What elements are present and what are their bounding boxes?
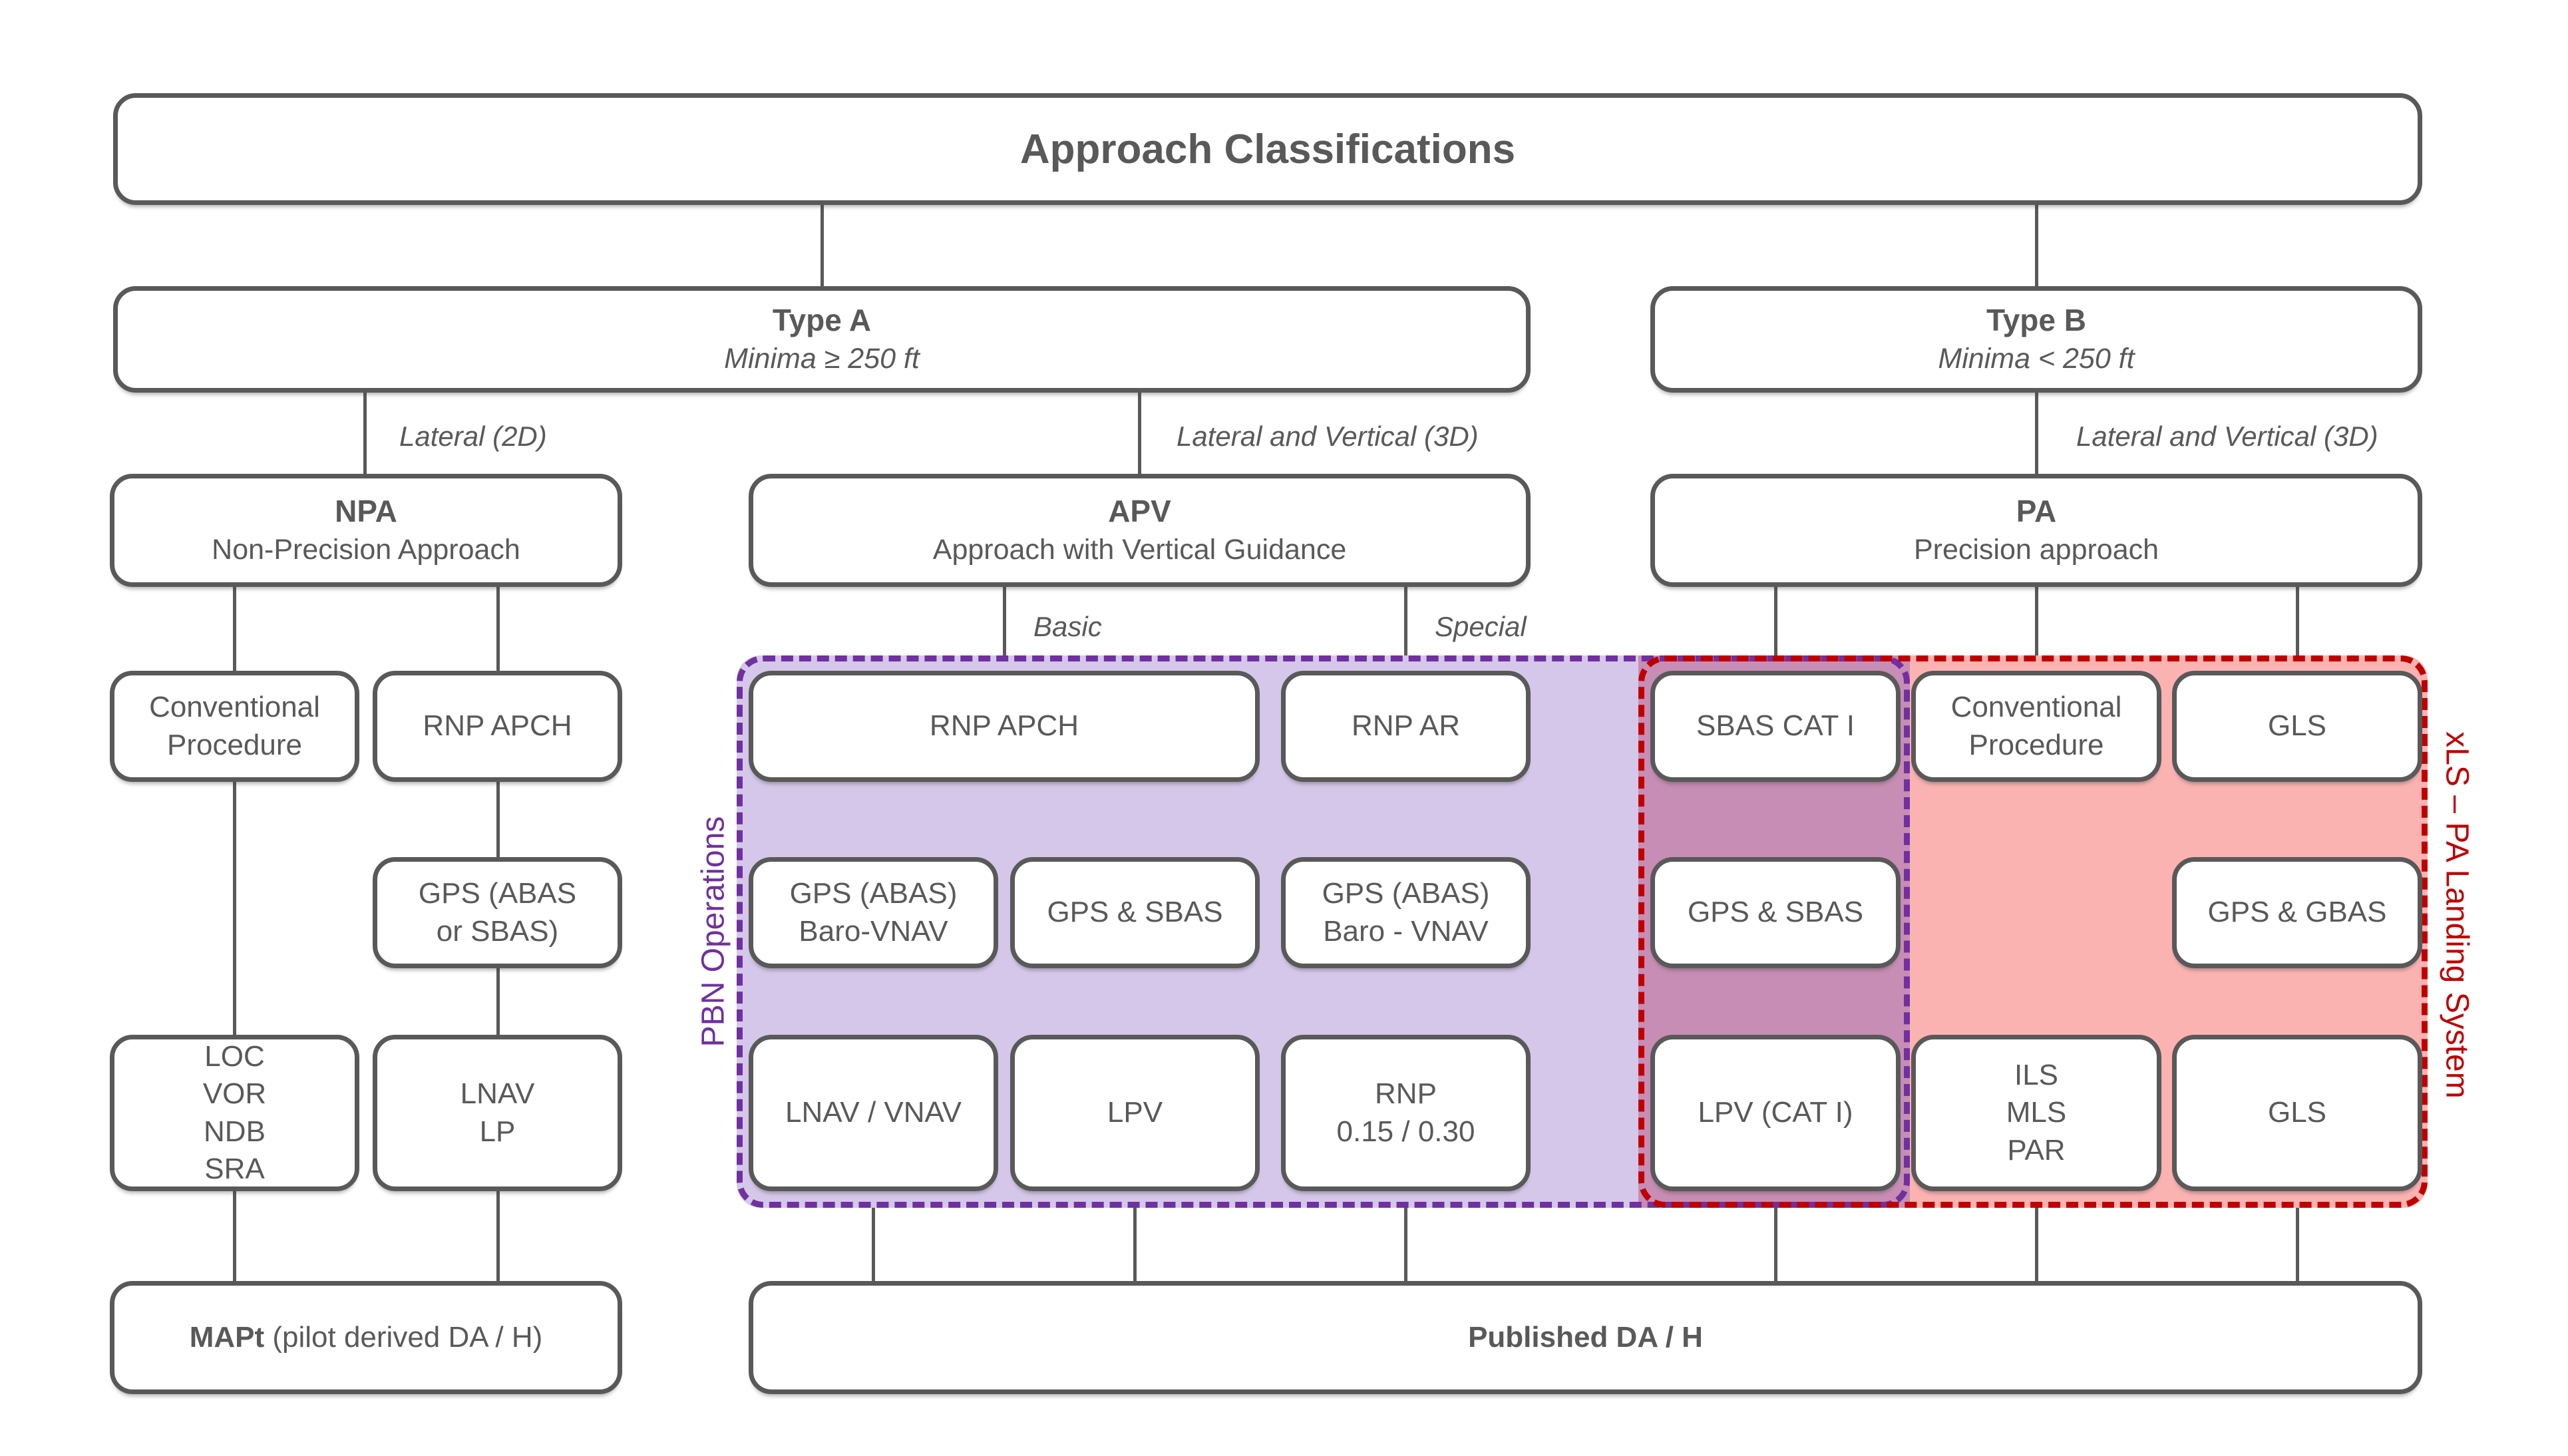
- node-type-a: Type A Minima ≥ 250 ft: [113, 286, 1531, 393]
- node-label: GPS (ABAS) Baro-VNAV: [789, 877, 958, 948]
- node-gps-abas-or-sbas: GPS (ABAS or SBAS): [373, 857, 622, 968]
- node-label: Conventional Procedure: [149, 691, 320, 761]
- edge-label-special: Special: [1435, 611, 1527, 642]
- node-lnav-vnav: LNAV / VNAV: [749, 1035, 998, 1191]
- node-gls-bottom: GLS: [2172, 1035, 2422, 1191]
- node-label: RNP APCH: [423, 709, 572, 743]
- connector: [496, 968, 500, 1035]
- node-label: GPS & GBAS: [2207, 896, 2387, 929]
- node-label: RNP APCH: [929, 709, 1079, 743]
- connector: [2296, 587, 2299, 671]
- node-label: ILS MLS PAR: [2006, 1059, 2067, 1167]
- edge-label-lateral-2d: Lateral (2D): [399, 421, 547, 452]
- node-rnp-ar: RNP AR: [1281, 671, 1531, 782]
- node-conventional-procedure-pa: Conventional Procedure: [1911, 671, 2161, 782]
- node-label: RNP AR: [1351, 709, 1461, 743]
- node-label: GPS (ABAS) Baro - VNAV: [1322, 877, 1490, 948]
- connector: [2035, 1191, 2038, 1281]
- pa-title: PA: [2016, 494, 2057, 529]
- node-lpv: LPV: [1010, 1035, 1260, 1191]
- node-label: GPS & SBAS: [1047, 896, 1223, 929]
- node-label: LPV: [1107, 1096, 1163, 1129]
- pbn-region-border: [737, 655, 1910, 1208]
- node-label: GLS: [2267, 709, 2327, 743]
- connector: [2035, 205, 2038, 286]
- connector: [2035, 393, 2038, 474]
- connector: [1774, 1191, 1777, 1281]
- apv-subtitle: Approach with Vertical Guidance: [932, 533, 1347, 566]
- node-rnp-apch-apv: RNP APCH: [749, 671, 1260, 782]
- npa-subtitle: Non-Precision Approach: [212, 533, 520, 566]
- xls-pa-landing-system-label: xLS – PA Landing System: [2439, 731, 2475, 1099]
- node-gps-abas-baro-vnav-special: GPS (ABAS) Baro - VNAV: [1281, 857, 1531, 968]
- connector: [496, 587, 500, 671]
- node-mapt: MAPt (pilot derived DA / H): [110, 1281, 622, 1394]
- node-lnav-lp: LNAV LP: [373, 1035, 622, 1191]
- node-rnp-apch-npa: RNP APCH: [373, 671, 622, 782]
- connector: [233, 782, 236, 1035]
- node-npa: NPA Non-Precision Approach: [110, 474, 622, 587]
- mapt-bold: MAPt: [189, 1320, 265, 1354]
- xls-region-border: [1638, 655, 2428, 1208]
- connector: [1133, 1191, 1137, 1281]
- node-title: Approach Classifications: [113, 93, 2422, 205]
- connector: [1774, 587, 1777, 671]
- node-type-b: Type B Minima < 250 ft: [1650, 286, 2422, 393]
- connector: [496, 782, 500, 857]
- node-published-da-h: Published DA / H: [749, 1281, 2422, 1394]
- node-label: MAPt (pilot derived DA / H): [190, 1319, 543, 1356]
- node-gps-and-sbas-apv: GPS & SBAS: [1010, 857, 1260, 968]
- connector: [1404, 587, 1407, 671]
- node-label: LOC VOR NDB SRA: [202, 1039, 267, 1185]
- connector: [233, 1191, 236, 1281]
- node-lpv-cat-i: LPV (CAT I): [1650, 1035, 1901, 1191]
- pbn-operations-label: PBN Operations: [695, 816, 731, 1047]
- page-title: Approach Classifications: [1019, 126, 1516, 172]
- node-ils-mls-par: ILS MLS PAR: [1911, 1035, 2161, 1191]
- node-rnp-015-030: RNP 0.15 / 0.30: [1281, 1035, 1531, 1191]
- connector: [233, 587, 236, 671]
- mapt-rest: (pilot derived DA / H): [264, 1320, 543, 1354]
- connector: [496, 1191, 500, 1281]
- node-gps-abas-baro-vnav-basic: GPS (ABAS) Baro-VNAV: [749, 857, 998, 968]
- edge-label-lateral-vertical-3d-b: Lateral and Vertical (3D): [2076, 421, 2378, 452]
- node-label: Published DA / H: [1468, 1320, 1703, 1354]
- edge-label-basic: Basic: [1033, 611, 1102, 642]
- node-conventional-procedure-npa: Conventional Procedure: [110, 671, 359, 782]
- node-label: LPV (CAT I): [1698, 1096, 1853, 1129]
- connector: [1404, 1191, 1407, 1281]
- connector: [872, 1191, 875, 1281]
- node-label: SBAS CAT I: [1696, 709, 1855, 743]
- node-sbas-cat-i: SBAS CAT I: [1650, 671, 1901, 782]
- connector: [821, 205, 824, 286]
- type-b-title: Type B: [1986, 303, 2086, 338]
- connector: [2035, 587, 2038, 671]
- node-label: Conventional Procedure: [1950, 691, 2122, 761]
- type-b-subtitle: Minima < 250 ft: [1938, 342, 2135, 375]
- node-gps-and-sbas-pa: GPS & SBAS: [1650, 857, 1901, 968]
- node-label: GLS: [2267, 1096, 2327, 1129]
- apv-title: APV: [1108, 494, 1171, 529]
- connector: [2296, 1191, 2299, 1281]
- node-label: LNAV / VNAV: [785, 1096, 962, 1129]
- edge-label-lateral-vertical-3d-a: Lateral and Vertical (3D): [1177, 421, 1479, 452]
- node-label: GPS & SBAS: [1687, 896, 1864, 929]
- connector: [1003, 587, 1006, 671]
- node-gps-and-gbas: GPS & GBAS: [2172, 857, 2422, 968]
- node-label: LNAV LP: [460, 1077, 535, 1148]
- node-pa: PA Precision approach: [1650, 474, 2422, 587]
- type-a-subtitle: Minima ≥ 250 ft: [724, 342, 920, 375]
- node-label: GPS (ABAS or SBAS): [418, 877, 577, 948]
- type-a-title: Type A: [772, 303, 872, 338]
- connector: [1138, 393, 1141, 474]
- node-loc-vor-ndb-sra: LOC VOR NDB SRA: [110, 1035, 359, 1191]
- node-apv: APV Approach with Vertical Guidance: [749, 474, 1531, 587]
- node-label: RNP 0.15 / 0.30: [1336, 1077, 1475, 1148]
- pa-subtitle: Precision approach: [1913, 533, 2159, 566]
- connector: [363, 393, 367, 474]
- node-gls-pa: GLS: [2172, 671, 2422, 782]
- npa-title: NPA: [335, 494, 397, 529]
